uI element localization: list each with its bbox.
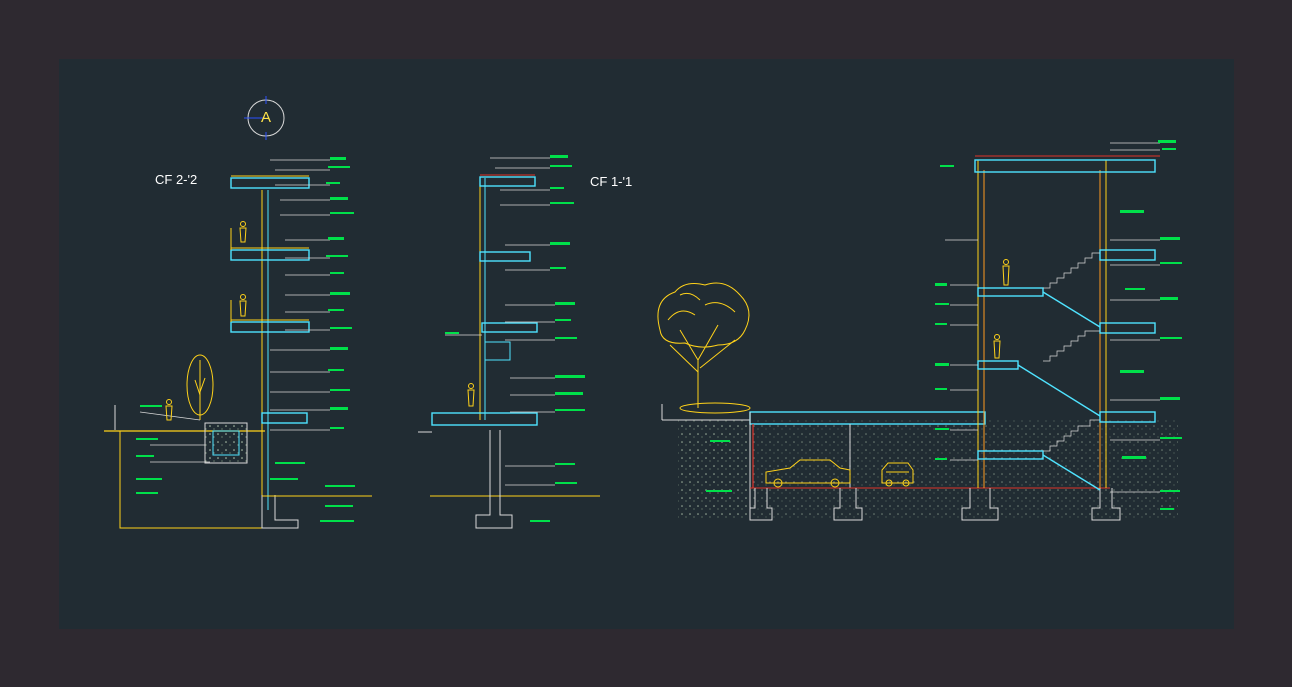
drawing-canvas[interactable] xyxy=(59,59,1234,629)
tree-icon xyxy=(657,282,751,414)
section-cf-1-1 xyxy=(418,155,600,529)
section-cf-2-2 xyxy=(104,157,372,529)
axis-letter: A xyxy=(260,109,271,126)
car-icon xyxy=(765,459,851,488)
section-building-parking xyxy=(661,140,1182,521)
axis-marker: A xyxy=(248,100,284,136)
car-icon xyxy=(881,462,914,487)
person-icon xyxy=(165,221,1010,421)
tree-icon xyxy=(186,354,214,420)
section-label-cf-1-1: CF 1-'1 xyxy=(590,174,633,189)
axis-marker-icon xyxy=(244,96,285,140)
section-label-cf-2-2: CF 2-'2 xyxy=(155,172,198,187)
